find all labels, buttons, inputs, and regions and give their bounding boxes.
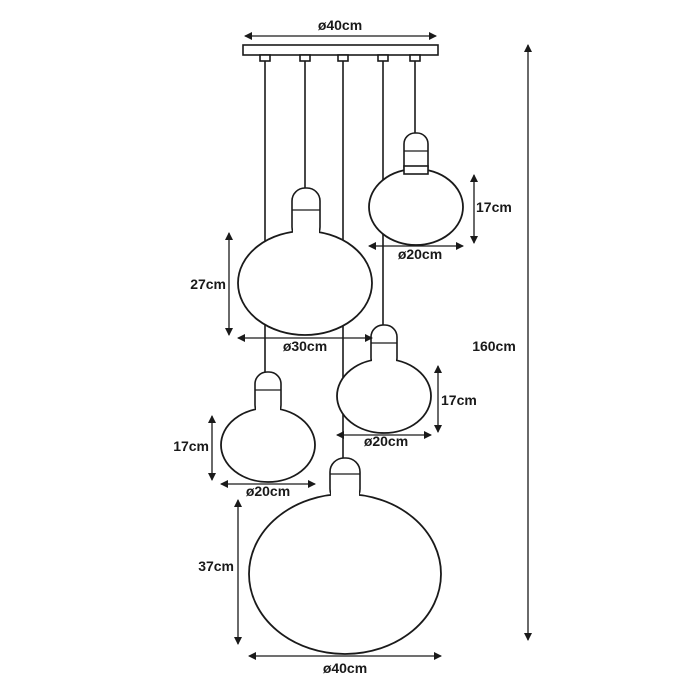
label-canopy-diameter: ø40cm xyxy=(318,17,362,33)
shade-mid-right xyxy=(336,324,432,434)
label-bottom-diameter: ø40cm xyxy=(323,660,367,676)
ceiling-canopy xyxy=(242,44,439,62)
label-mid-left-diameter: ø30cm xyxy=(283,338,327,354)
label-mid-right-diameter: ø20cm xyxy=(364,433,408,449)
label-bottom-height: 37cm xyxy=(198,558,234,574)
shade-mid-left xyxy=(237,187,373,336)
label-mid-left-height: 27cm xyxy=(190,276,226,292)
label-top-right-diameter: ø20cm xyxy=(398,246,442,262)
shade-top-right xyxy=(368,132,464,246)
label-total-height: 160cm xyxy=(472,338,516,354)
label-low-left-height: 17cm xyxy=(173,438,209,454)
shade-low-left xyxy=(220,371,316,483)
label-low-left-diameter: ø20cm xyxy=(246,483,290,499)
label-mid-right-height: 17cm xyxy=(441,392,477,408)
label-top-right-height: 17cm xyxy=(476,199,512,215)
dimension-labels: ø40cm 160cm 17cm ø20cm 27cm ø30cm 17cm ø… xyxy=(173,17,516,676)
dimension-lines xyxy=(208,32,532,660)
